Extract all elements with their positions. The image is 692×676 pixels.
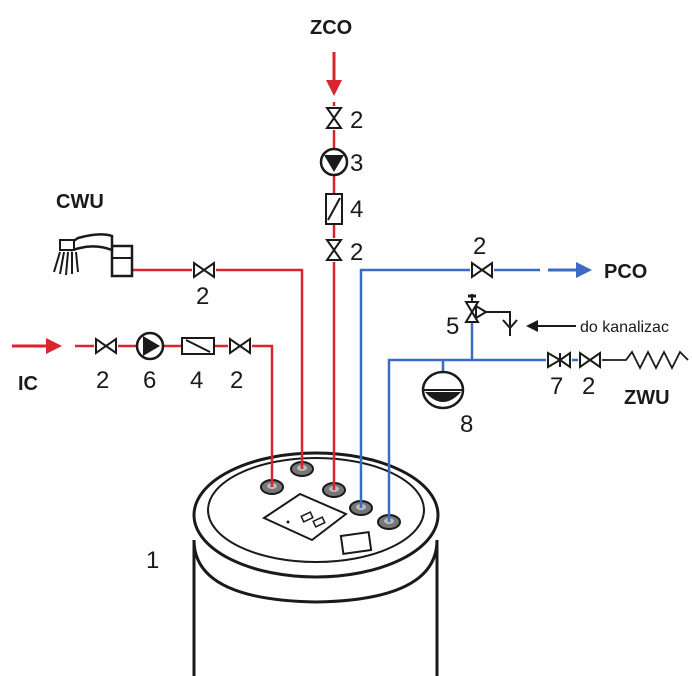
expansion-vessel-icon [421, 370, 465, 410]
drain-arrow [526, 320, 576, 332]
faucet-icon [53, 233, 134, 278]
label-ic: IC [18, 373, 38, 395]
label-pump-zco: 3 [350, 150, 363, 177]
label-ic-filter: 4 [190, 367, 203, 394]
label-valve-zco-lower: 2 [350, 239, 363, 266]
check-valve-icon [546, 351, 572, 369]
label-safety-valve: 5 [446, 313, 459, 340]
pump-icon [135, 331, 165, 361]
label-pco: PCO [604, 261, 647, 283]
drain-funnel-icon [502, 319, 518, 336]
valve-icon [470, 261, 494, 279]
valve-icon [228, 337, 252, 355]
label-filter-zco: 4 [350, 196, 363, 223]
valve-icon [325, 106, 343, 130]
label-drain: do kanalizac [580, 319, 669, 336]
label-check-valve: 7 [550, 373, 563, 400]
safety-valve-icon [464, 294, 511, 326]
filter-icon [181, 337, 215, 355]
tank-icon [192, 451, 440, 676]
label-zwu: ZWU [624, 387, 670, 409]
label-valve-zco: 2 [350, 107, 363, 134]
label-tank: 1 [146, 547, 159, 574]
valve-icon [94, 337, 118, 355]
valve-icon [572, 351, 602, 369]
ic-inlet-arrow [12, 338, 62, 354]
pump-icon [319, 147, 349, 177]
label-ic-valve-left: 2 [96, 367, 109, 394]
label-ic-pump: 6 [143, 367, 156, 394]
label-zwu-valve: 2 [582, 373, 595, 400]
zco-inlet-arrow [326, 52, 342, 96]
label-cwu: CWU [56, 191, 104, 213]
valve-icon [325, 238, 343, 262]
label-valve-pco: 2 [473, 233, 486, 260]
label-expansion-vessel: 8 [460, 411, 473, 438]
label-ic-valve-right: 2 [230, 367, 243, 394]
pco-outlet-arrow [548, 262, 592, 278]
filter-icon [325, 193, 343, 225]
label-valve-cwu: 2 [196, 283, 209, 310]
valve-icon [192, 261, 216, 279]
flexible-hose-icon [602, 349, 689, 371]
label-zco: ZCO [310, 17, 352, 39]
